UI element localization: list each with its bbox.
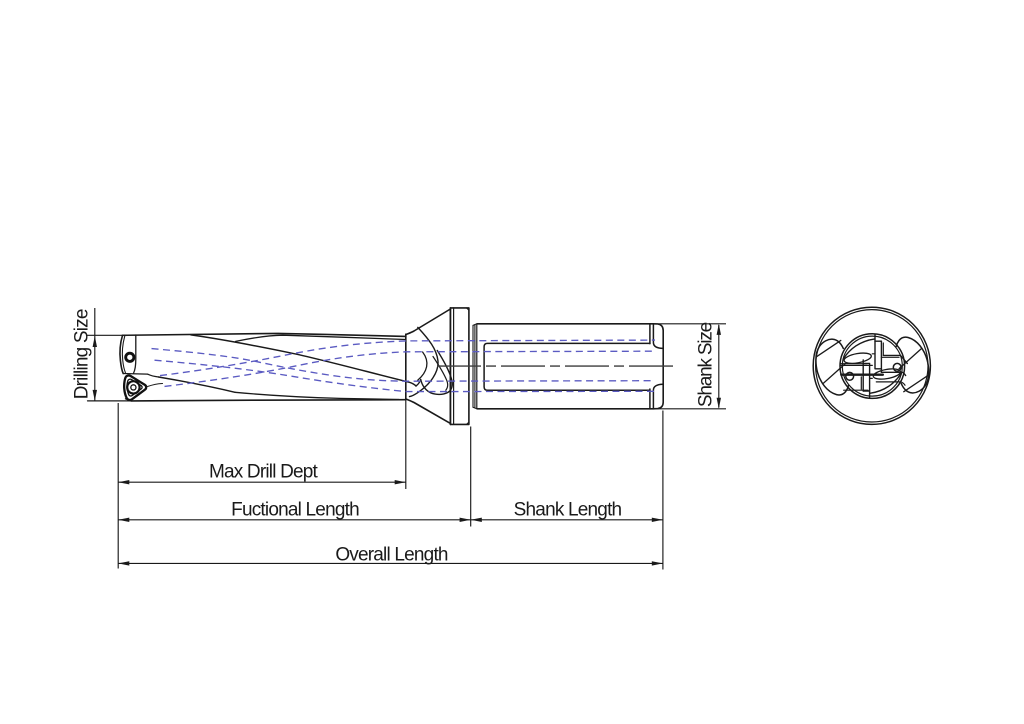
svg-text:Max Drill Dept: Max Drill Dept xyxy=(209,462,319,483)
svg-text:Fuctional Length: Fuctional Length xyxy=(231,500,359,521)
svg-text:Overall Length: Overall Length xyxy=(335,544,448,565)
svg-text:Drilling Size: Drilling Size xyxy=(72,309,93,399)
svg-text:Shank Length: Shank Length xyxy=(514,500,622,521)
svg-text:Shank Size: Shank Size xyxy=(696,322,717,407)
